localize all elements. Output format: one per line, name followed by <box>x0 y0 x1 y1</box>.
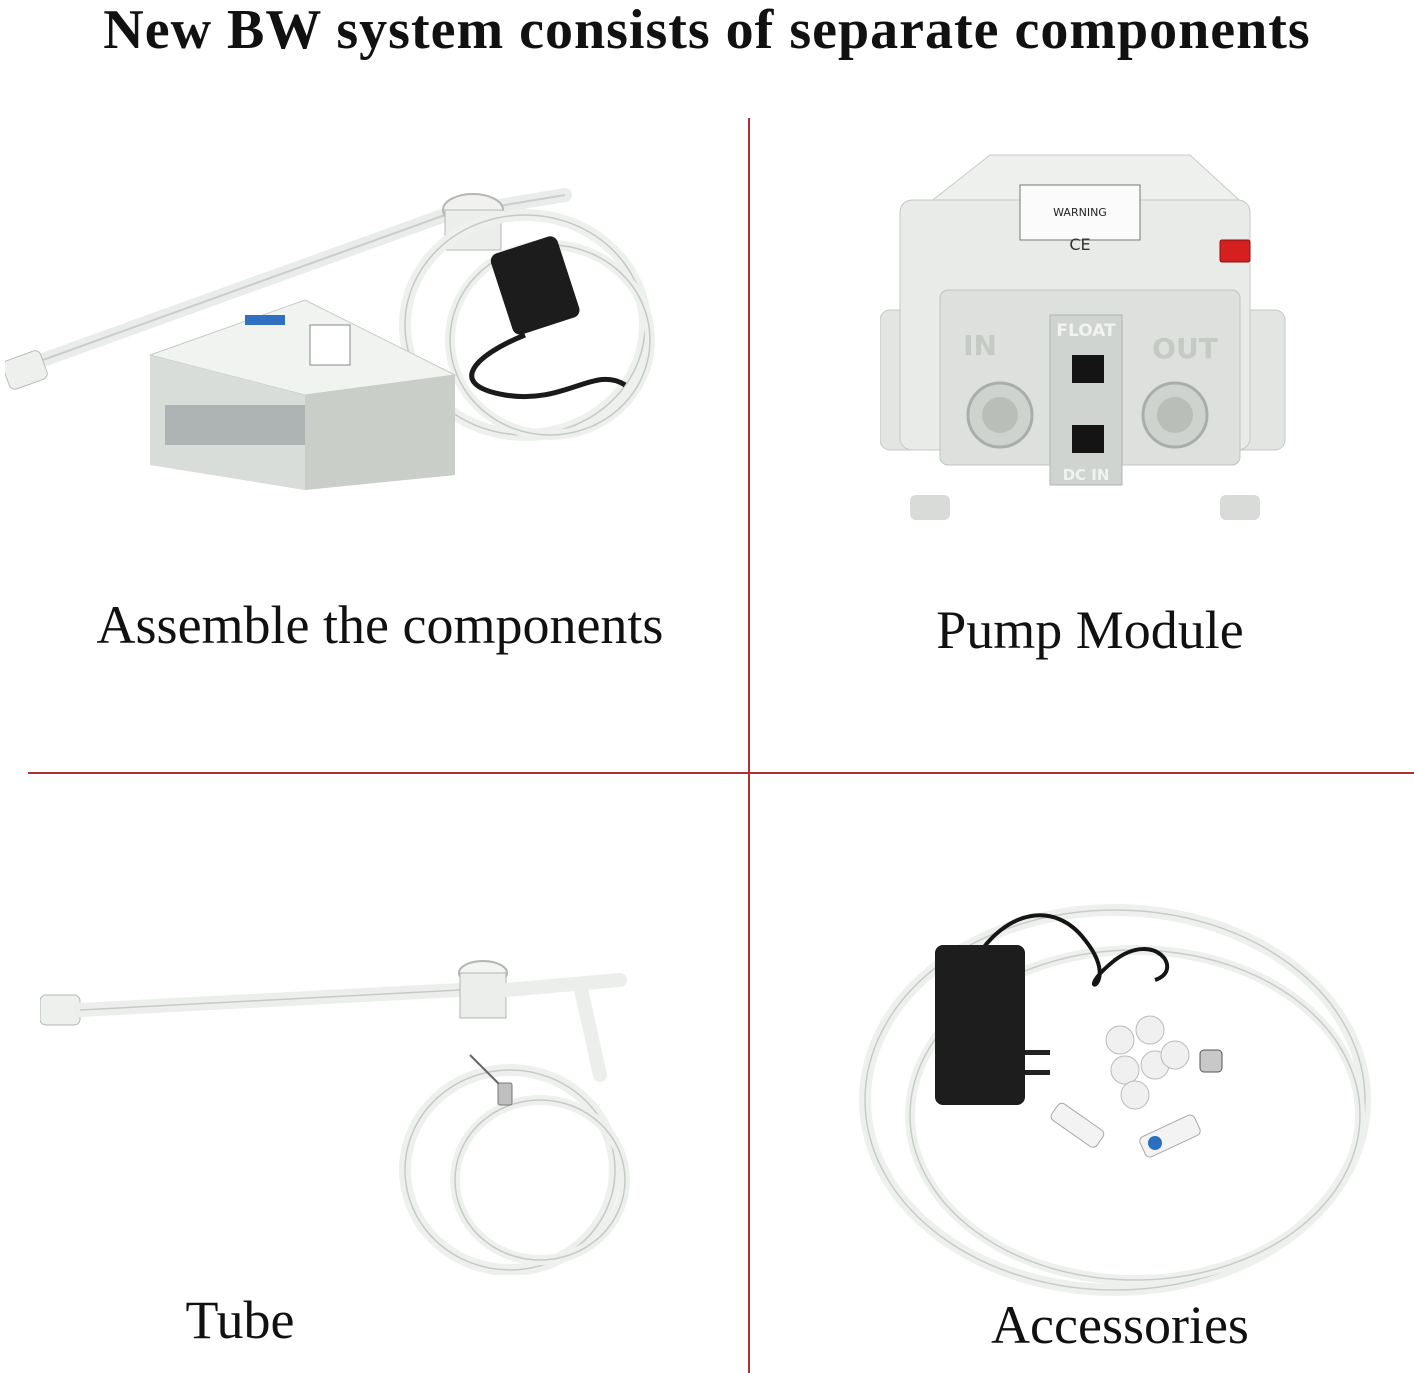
accessories-kit-photo <box>855 900 1395 1300</box>
panel-caption-accessories: Accessories <box>991 1295 1249 1355</box>
vertical-divider <box>748 118 750 1373</box>
pump-system-assembled-photo <box>5 175 685 515</box>
panel-caption-tube: Tube <box>185 1290 295 1350</box>
pump-module-photo: WARNING CE IN OUT FLOAT DC IN <box>880 140 1290 530</box>
suction-tube-photo <box>40 955 640 1275</box>
ce-mark: CE <box>1069 235 1090 254</box>
dc-in-label: DC IN <box>1063 466 1110 484</box>
out-label: OUT <box>1152 332 1218 365</box>
horizontal-divider <box>28 772 1414 774</box>
in-label: IN <box>963 329 997 362</box>
panel-caption-assemble: Assemble the components <box>96 595 664 655</box>
warning-label: WARNING <box>1053 206 1107 219</box>
float-label: FLOAT <box>1056 321 1116 341</box>
headline: New BW system consists of separate compo… <box>103 0 1311 61</box>
panel-caption-pump-module: Pump Module <box>936 600 1244 660</box>
